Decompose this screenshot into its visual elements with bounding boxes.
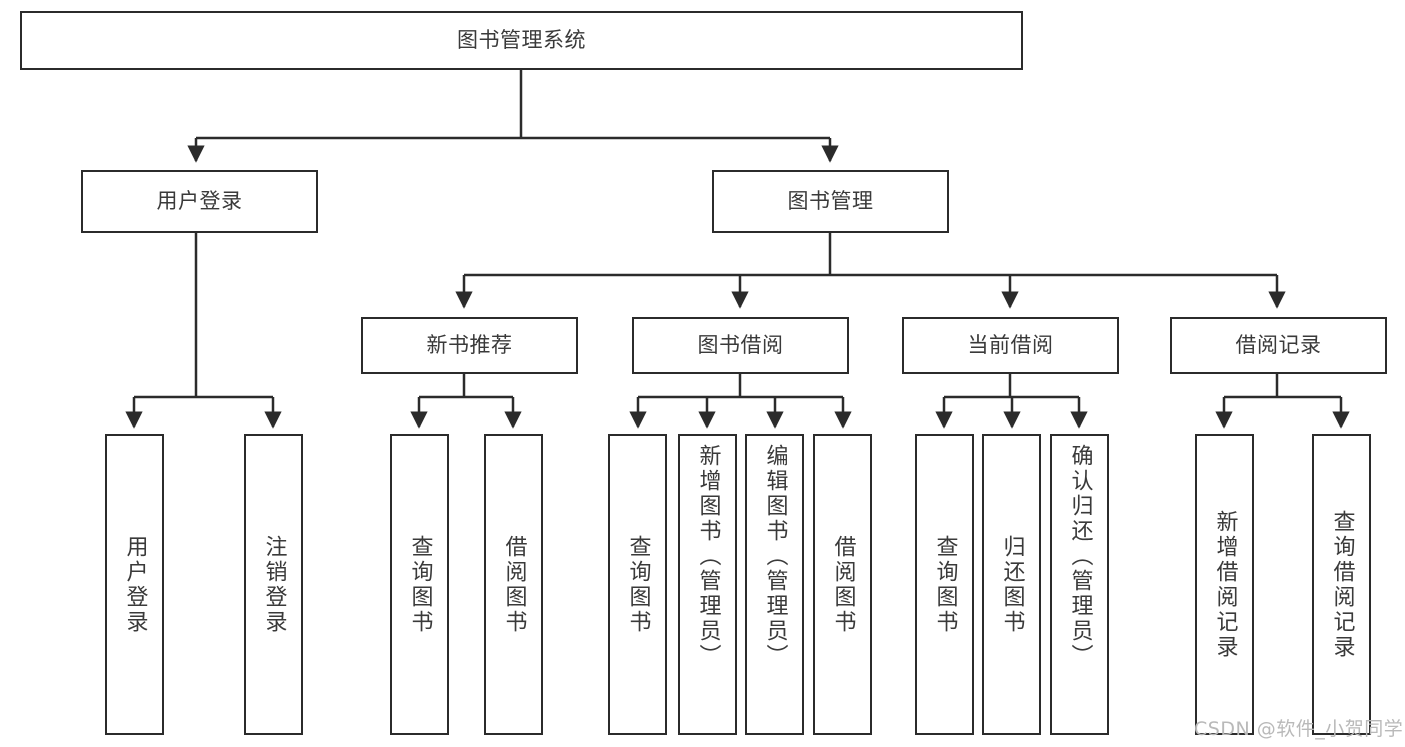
node-leaf-return-book[interactable]: 归还图书: [982, 434, 1041, 735]
node-leaf-add-book-label: 新增图书（管理员）: [695, 444, 721, 669]
node-leaf-edit-book-label: 编辑图书（管理员）: [762, 444, 788, 669]
node-leaf-edit-book[interactable]: 编辑图书（管理员）: [745, 434, 804, 735]
node-leaf-query-record-label: 查询借阅记录: [1329, 509, 1355, 660]
node-leaf-return-book-label: 归还图书: [999, 534, 1025, 635]
node-new-book-recommend-label: 新书推荐: [426, 333, 513, 358]
node-leaf-borrow-books-1[interactable]: 借阅图书: [484, 434, 543, 735]
node-current-borrow[interactable]: 当前借阅: [902, 317, 1119, 374]
node-leaf-query-books-1[interactable]: 查询图书: [390, 434, 449, 735]
node-root[interactable]: 图书管理系统: [20, 11, 1023, 70]
node-user-login[interactable]: 用户登录: [81, 170, 318, 233]
node-leaf-borrow-books-2[interactable]: 借阅图书: [813, 434, 872, 735]
node-leaf-logout-login[interactable]: 注销登录: [244, 434, 303, 735]
node-book-management[interactable]: 图书管理: [712, 170, 949, 233]
node-leaf-add-book[interactable]: 新增图书（管理员）: [678, 434, 737, 735]
node-current-borrow-label: 当前借阅: [967, 333, 1054, 358]
node-leaf-logout-login-label: 注销登录: [261, 534, 287, 635]
node-leaf-query-books-3[interactable]: 查询图书: [915, 434, 974, 735]
node-leaf-borrow-books-1-label: 借阅图书: [501, 534, 527, 635]
node-user-login-label: 用户登录: [156, 189, 243, 214]
node-leaf-query-books-1-label: 查询图书: [407, 534, 433, 635]
node-leaf-confirm-return-label: 确认归还（管理员）: [1067, 444, 1093, 669]
node-new-book-recommend[interactable]: 新书推荐: [361, 317, 578, 374]
node-book-management-label: 图书管理: [787, 189, 874, 214]
node-book-borrow-label: 图书借阅: [697, 333, 784, 358]
node-leaf-add-record[interactable]: 新增借阅记录: [1195, 434, 1254, 735]
node-borrow-record[interactable]: 借阅记录: [1170, 317, 1387, 374]
node-leaf-query-books-2-label: 查询图书: [625, 534, 651, 635]
csdn-watermark: CSDN @软件_小贺同学: [1194, 718, 1404, 740]
node-leaf-confirm-return[interactable]: 确认归还（管理员）: [1050, 434, 1109, 735]
node-leaf-query-books-2[interactable]: 查询图书: [608, 434, 667, 735]
node-leaf-user-login[interactable]: 用户登录: [105, 434, 164, 735]
node-root-label: 图书管理系统: [457, 28, 586, 53]
node-book-borrow[interactable]: 图书借阅: [632, 317, 849, 374]
node-leaf-query-record[interactable]: 查询借阅记录: [1312, 434, 1371, 735]
node-leaf-query-books-3-label: 查询图书: [932, 534, 958, 635]
node-leaf-add-record-label: 新增借阅记录: [1212, 509, 1238, 660]
node-leaf-borrow-books-2-label: 借阅图书: [830, 534, 856, 635]
node-borrow-record-label: 借阅记录: [1235, 333, 1322, 358]
node-leaf-user-login-label: 用户登录: [122, 534, 148, 635]
